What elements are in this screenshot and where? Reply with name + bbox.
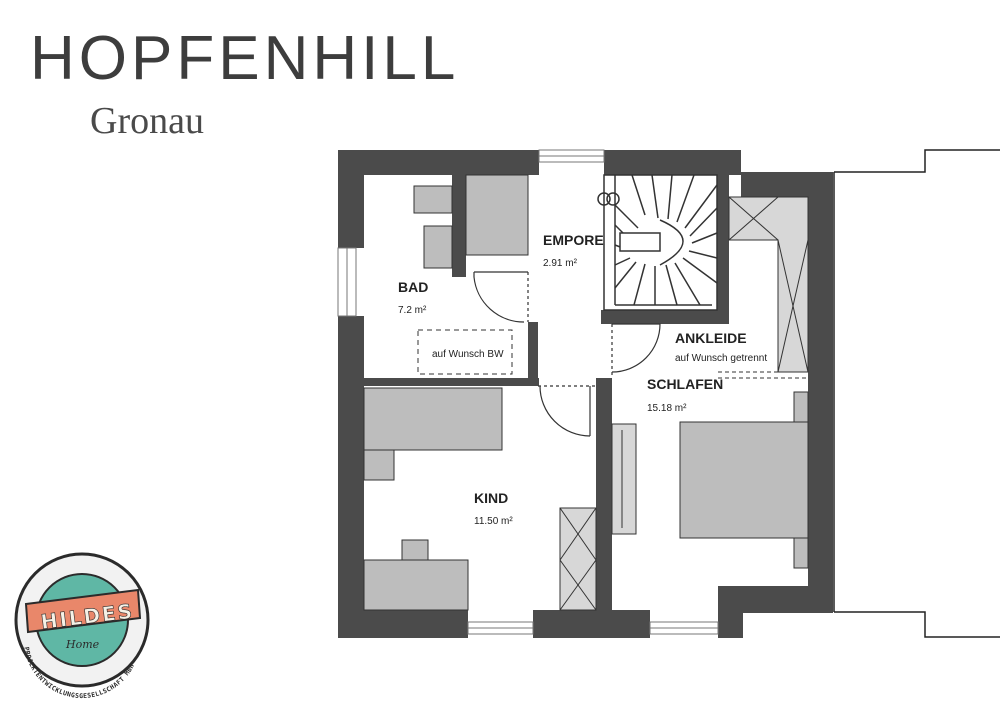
terrace-outline: [833, 149, 1000, 638]
windows: [337, 149, 719, 635]
project-location: Gronau: [90, 100, 204, 142]
room-name-schlafen: SCHLAFEN: [647, 376, 723, 392]
room-name-bad: BAD: [398, 279, 428, 295]
doors: [473, 271, 661, 437]
kids-room-furniture: [363, 387, 597, 611]
room-name-ankleide: ANKLEIDE: [675, 330, 747, 346]
note-bad: auf Wunsch BW: [432, 349, 504, 360]
bathroom-fixtures: [413, 174, 529, 375]
room-area-bad: 7.2 m²: [398, 305, 427, 316]
note-ankleide: auf Wunsch getrennt: [675, 353, 767, 364]
room-area-schlafen: 15.18 m²: [647, 403, 687, 414]
room-name-empore: EMPORE: [543, 232, 604, 248]
outer-walls: [338, 150, 833, 638]
room-area-kind: 11.50 m²: [474, 516, 513, 527]
room-area-empore: 2.91 m²: [543, 258, 578, 269]
wardrobe: [718, 196, 809, 379]
company-logo: HILDES Home PROJEKTENTWICKLUNGSGESELLSCH…: [14, 552, 150, 700]
logo-script: Home: [65, 638, 100, 651]
bedroom-furniture: [611, 391, 809, 569]
interior-walls: [364, 172, 729, 613]
room-name-kind: KIND: [474, 490, 508, 506]
project-title: HOPFENHILL: [30, 24, 460, 93]
staircase: [597, 174, 718, 311]
